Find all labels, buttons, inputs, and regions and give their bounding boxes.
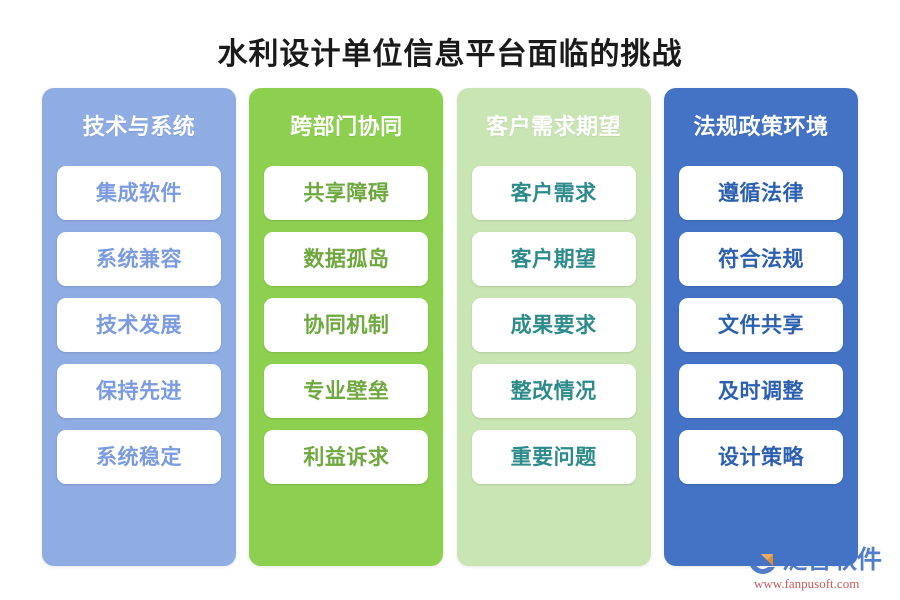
item-card[interactable]: 遵循法律	[678, 166, 843, 220]
item-card[interactable]: 技术发展	[57, 298, 221, 352]
column-items-cross-department-collaboration: 共享障碍 数据孤岛 协同机制 专业壁垒 利益诉求	[264, 166, 429, 484]
item-card[interactable]: 共享障碍	[264, 166, 429, 220]
column-technology-systems[interactable]: 技术与系统 集成软件 系统兼容 技术发展 保持先进 系统稳定	[42, 88, 236, 566]
column-items-regulatory-policy-environment: 遵循法律 符合法规 文件共享 及时调整 设计策略	[678, 166, 843, 484]
fanpu-swoosh-logo-icon	[748, 545, 778, 575]
item-card[interactable]: 保持先进	[57, 364, 221, 418]
item-card[interactable]: 设计策略	[678, 430, 843, 484]
item-card[interactable]: 客户需求	[471, 166, 636, 220]
column-header-technology-systems: 技术与系统	[82, 114, 196, 139]
watermark-brand-row: 泛普软件	[748, 545, 882, 575]
item-card[interactable]: 符合法规	[678, 232, 843, 286]
item-card[interactable]: 数据孤岛	[264, 232, 429, 286]
item-card[interactable]: 成果要求	[471, 298, 636, 352]
column-header-cross-department-collaboration: 跨部门协同	[290, 114, 403, 139]
item-card[interactable]: 客户期望	[471, 232, 636, 286]
item-card[interactable]: 专业壁垒	[264, 364, 429, 418]
column-regulatory-policy-environment[interactable]: 法规政策环境 遵循法律 符合法规 文件共享 及时调整 设计策略	[663, 88, 858, 566]
item-card[interactable]: 文件共享	[678, 298, 843, 352]
item-card[interactable]: 系统兼容	[57, 232, 221, 286]
item-card[interactable]: 协同机制	[264, 298, 429, 352]
column-customer-requirements-expectations[interactable]: 客户需求期望 客户需求 客户期望 成果要求 整改情况 重要问题	[456, 88, 651, 566]
watermark-brand-name: 泛普软件	[782, 546, 883, 574]
column-header-regulatory-policy-environment: 法规政策环境	[693, 114, 829, 139]
column-items-technology-systems: 集成软件 系统兼容 技术发展 保持先进 系统稳定	[57, 166, 221, 484]
item-card[interactable]: 整改情况	[471, 364, 636, 418]
item-card[interactable]: 利益诉求	[264, 430, 429, 484]
column-header-customer-requirements-expectations: 客户需求期望	[486, 114, 622, 139]
watermark: 泛普软件 www.fanpusoft.com	[748, 538, 888, 592]
column-items-customer-requirements-expectations: 客户需求 客户期望 成果要求 整改情况 重要问题	[471, 166, 636, 484]
watermark-url: www.fanpusoft.com	[754, 576, 860, 591]
item-card[interactable]: 及时调整	[678, 364, 843, 418]
item-card[interactable]: 集成软件	[57, 166, 221, 220]
item-card[interactable]: 重要问题	[471, 430, 636, 484]
column-cross-department-collaboration[interactable]: 跨部门协同 共享障碍 数据孤岛 协同机制 专业壁垒 利益诉求	[249, 88, 444, 566]
item-card[interactable]: 系统稳定	[57, 430, 221, 484]
challenge-columns: 技术与系统 集成软件 系统兼容 技术发展 保持先进 系统稳定 跨部门协同 共享障…	[42, 88, 858, 566]
page-title: 水利设计单位信息平台面临的挑战	[217, 38, 683, 71]
